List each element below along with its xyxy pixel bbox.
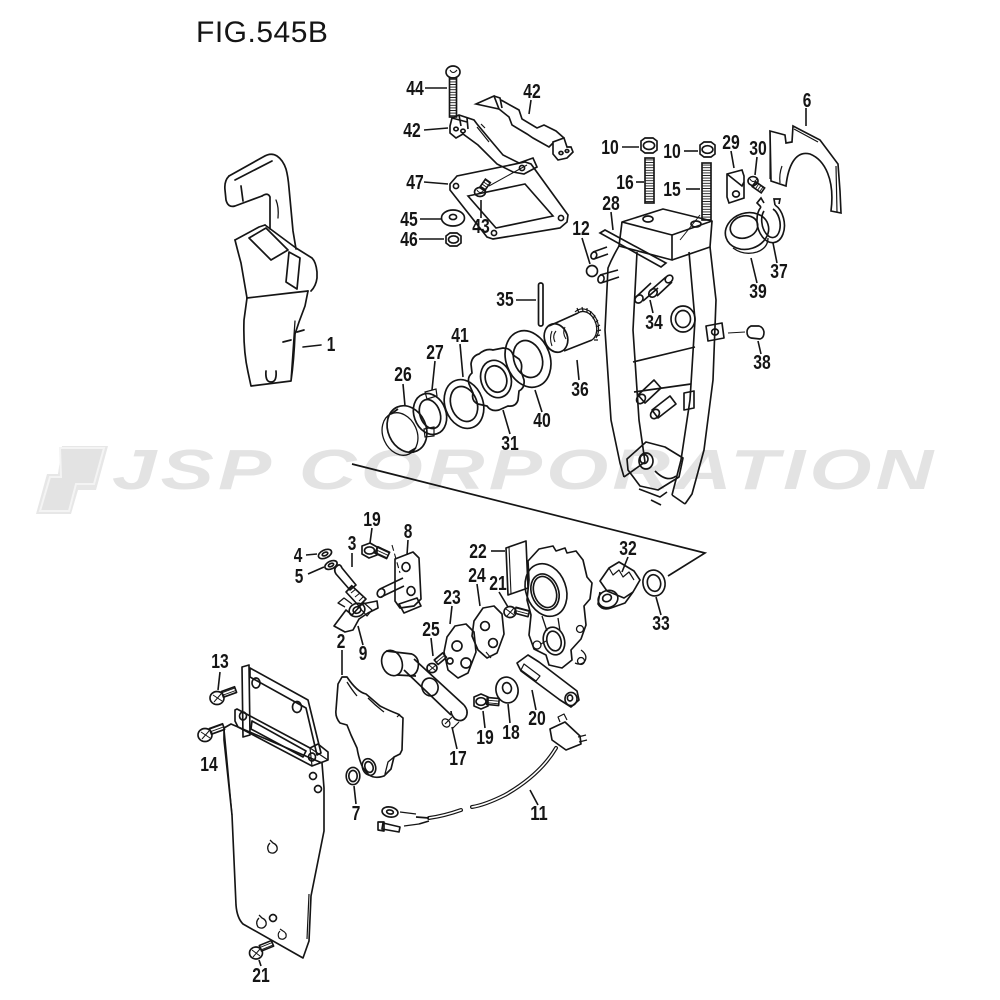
svg-text:30: 30 xyxy=(749,138,767,160)
svg-text:14: 14 xyxy=(200,754,218,776)
svg-text:25: 25 xyxy=(422,619,440,641)
svg-text:47: 47 xyxy=(406,172,424,194)
svg-text:45: 45 xyxy=(400,209,418,231)
svg-text:39: 39 xyxy=(749,281,767,303)
svg-text:13: 13 xyxy=(211,651,229,673)
svg-text:23: 23 xyxy=(443,587,461,609)
svg-text:9: 9 xyxy=(359,643,368,665)
svg-text:36: 36 xyxy=(571,379,589,401)
svg-text:3: 3 xyxy=(348,533,357,555)
svg-text:27: 27 xyxy=(426,342,444,364)
svg-text:12: 12 xyxy=(572,218,590,240)
svg-text:11: 11 xyxy=(530,803,548,825)
svg-text:17: 17 xyxy=(449,748,467,770)
svg-text:2: 2 xyxy=(337,631,346,653)
svg-text:19: 19 xyxy=(363,509,381,531)
svg-text:44: 44 xyxy=(406,78,424,100)
svg-text:34: 34 xyxy=(645,312,663,334)
svg-text:42: 42 xyxy=(523,81,541,103)
svg-text:FIG.545B: FIG.545B xyxy=(196,16,328,49)
svg-text:16: 16 xyxy=(616,172,634,194)
svg-text:15: 15 xyxy=(663,179,681,201)
svg-text:33: 33 xyxy=(652,613,670,635)
svg-text:37: 37 xyxy=(770,261,788,283)
svg-text:21: 21 xyxy=(252,965,270,987)
svg-text:22: 22 xyxy=(469,541,487,563)
svg-text:43: 43 xyxy=(472,216,490,238)
svg-text:8: 8 xyxy=(404,521,413,543)
svg-text:42: 42 xyxy=(403,120,421,142)
svg-text:5: 5 xyxy=(295,566,304,588)
svg-text:41: 41 xyxy=(451,325,469,347)
svg-text:10: 10 xyxy=(663,141,681,163)
svg-text:38: 38 xyxy=(753,352,771,374)
svg-text:20: 20 xyxy=(528,708,546,730)
svg-text:4: 4 xyxy=(294,545,303,567)
svg-text:7: 7 xyxy=(352,803,361,825)
svg-text:JSP CORPORATION: JSP CORPORATION xyxy=(112,437,937,501)
svg-text:18: 18 xyxy=(502,722,520,744)
svg-text:28: 28 xyxy=(602,193,620,215)
svg-text:24: 24 xyxy=(468,565,486,587)
svg-text:31: 31 xyxy=(501,433,519,455)
svg-text:26: 26 xyxy=(394,364,412,386)
svg-text:32: 32 xyxy=(619,538,637,560)
svg-text:40: 40 xyxy=(533,410,551,432)
svg-text:10: 10 xyxy=(601,137,619,159)
svg-text:35: 35 xyxy=(496,289,514,311)
svg-text:21: 21 xyxy=(489,573,507,595)
svg-text:19: 19 xyxy=(476,727,494,749)
svg-text:1: 1 xyxy=(327,334,336,356)
svg-text:6: 6 xyxy=(803,90,812,112)
svg-text:29: 29 xyxy=(722,132,740,154)
svg-text:46: 46 xyxy=(400,229,418,251)
